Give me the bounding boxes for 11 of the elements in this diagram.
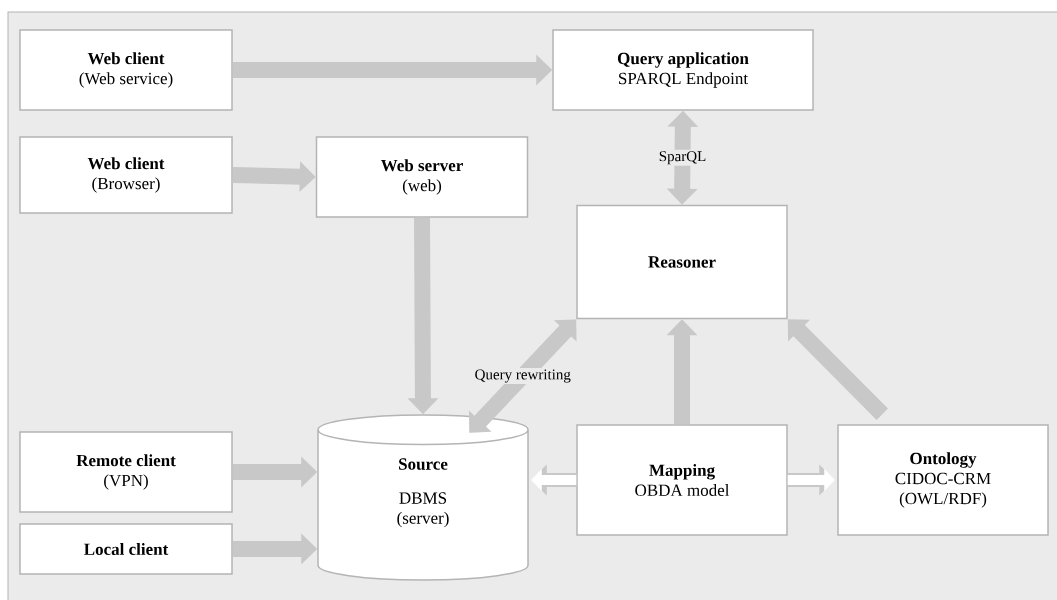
process-box: Remote client (VPN) <box>19 431 233 513</box>
process-box: Reasoner <box>576 204 788 320</box>
process-box: Web server (web) <box>315 136 529 218</box>
process-box: Local client <box>19 523 233 575</box>
arrow <box>787 319 888 420</box>
process-box: Ontology CIDOC-CRM (OWL/RDF) <box>837 424 1049 536</box>
database-cylinder: Source DBMS (server) <box>317 414 529 581</box>
process-box: Web client (Browser) <box>19 136 233 214</box>
process-box: Mapping OBDA model <box>576 424 788 536</box>
process-box: Query application SPARQL Endpoint <box>552 29 814 111</box>
process-box: Web client (Web service) <box>19 29 233 111</box>
